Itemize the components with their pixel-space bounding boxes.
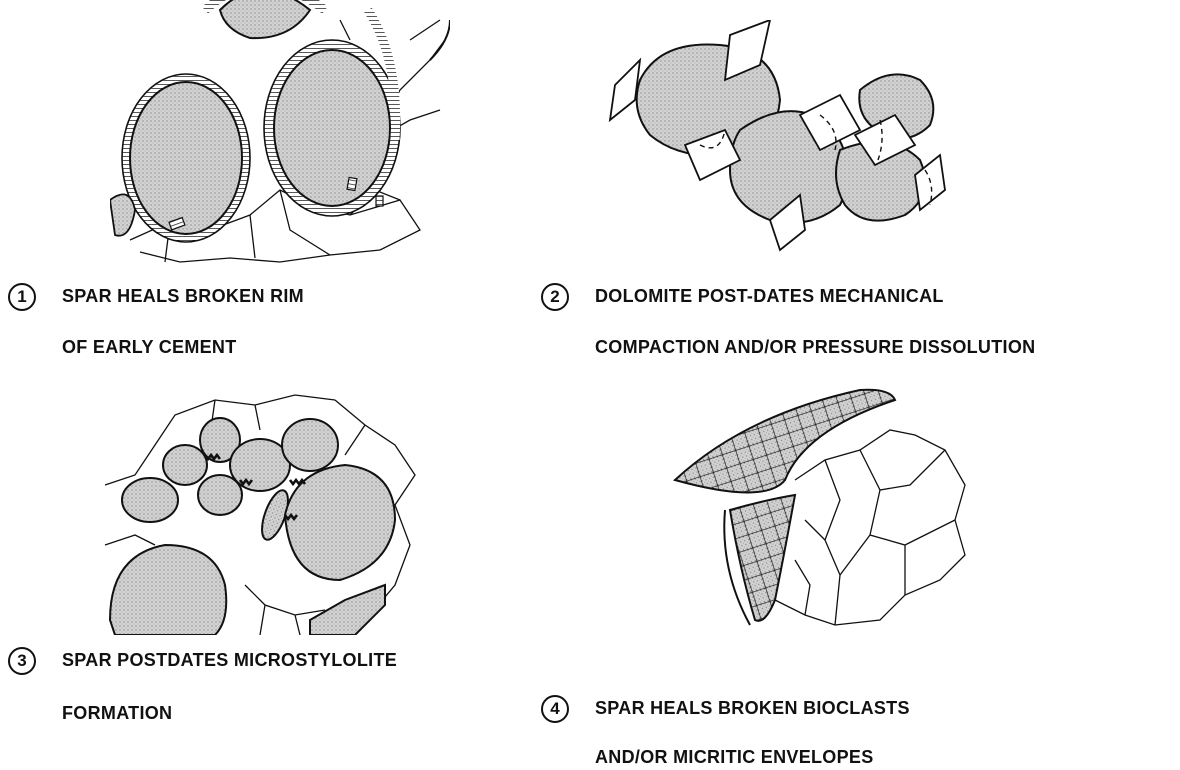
panel-4-number-badge: 4 (541, 695, 569, 723)
panel-1-caption-line-1: SPAR HEALS BROKEN RIM (62, 286, 304, 307)
panel-1-caption-line-2: OF EARLY CEMENT (62, 337, 237, 358)
panel-3-number-badge: 3 (8, 647, 36, 675)
panel-4-caption-line-1: SPAR HEALS BROKEN BIOCLASTS (595, 698, 910, 719)
figure-3-microstylolites (95, 385, 425, 635)
panel-3-caption-line-2: FORMATION (62, 703, 172, 724)
panel-2-caption-line-1: DOLOMITE POST-DATES MECHANICAL (595, 286, 944, 307)
figure-1-rim-cement (110, 0, 450, 268)
panel-3-caption-line-1: SPAR POSTDATES MICROSTYLOLITE (62, 650, 397, 671)
figure-4-broken-bioclasts (665, 370, 985, 640)
figure-2-dolomite-rhombs (600, 20, 970, 260)
panel-2-number-badge: 2 (541, 283, 569, 311)
panel-4-caption-line-2: AND/OR MICRITIC ENVELOPES (595, 747, 874, 768)
panel-1-number-badge: 1 (8, 283, 36, 311)
panel-2-caption-line-2: COMPACTION AND/OR PRESSURE DISSOLUTION (595, 337, 1035, 358)
